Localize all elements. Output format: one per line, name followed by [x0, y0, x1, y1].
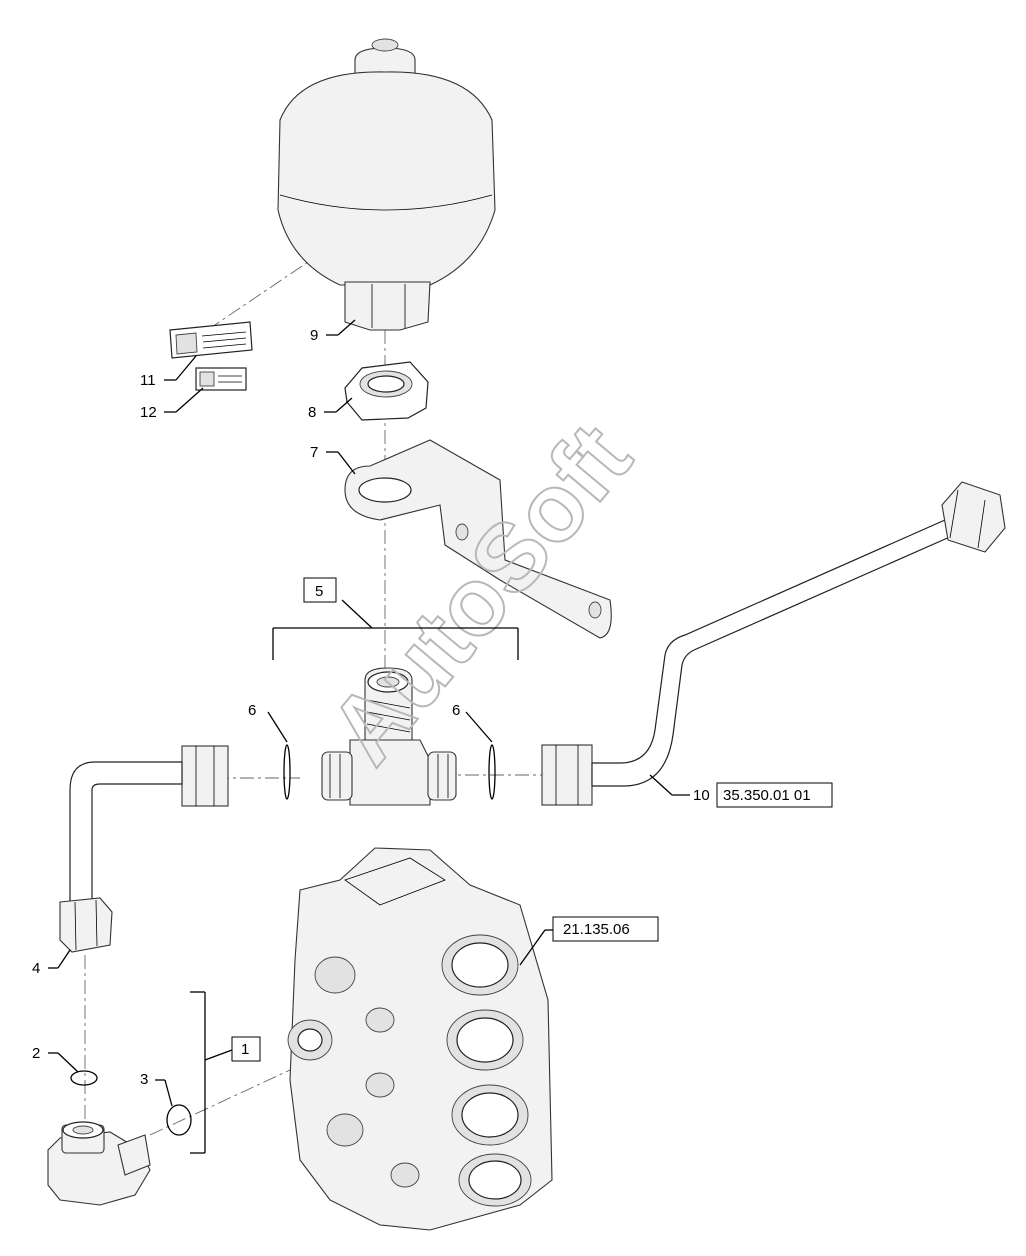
warning-decals: [169, 321, 253, 391]
callout-3: 3: [140, 1071, 148, 1088]
valve-reference: 21.135.06: [563, 921, 630, 938]
callout-8: 8: [308, 404, 316, 421]
watermark: AutoSoft: [309, 404, 651, 783]
callout-5-bracket: [272, 577, 519, 660]
o-rings: [283, 744, 496, 800]
callout-5: 5: [315, 583, 323, 600]
control-valve-block: [287, 847, 553, 1231]
pipe-ref-box: [716, 782, 833, 808]
valve-ref-box: [552, 916, 659, 942]
elbow-fitting: [47, 1121, 151, 1206]
lock-nut: [344, 361, 429, 421]
callout-9: 9: [310, 327, 318, 344]
right-pipe: [541, 481, 1006, 806]
callout-1: 1: [241, 1041, 249, 1058]
callout-6-left: 6: [248, 702, 256, 719]
pipe-reference: 35.350.01 01: [723, 787, 811, 804]
mounting-bracket: [344, 439, 612, 639]
small-seals: [70, 1070, 192, 1136]
callout-6-right: 6: [452, 702, 460, 719]
leader-lines: [48, 319, 690, 1107]
callout-2: 2: [32, 1045, 40, 1062]
callout-10: 10: [693, 787, 710, 804]
callout-7: 7: [310, 444, 318, 461]
callout-11: 11: [140, 372, 156, 389]
callout-4: 4: [32, 960, 40, 977]
left-pipe: [59, 745, 229, 953]
accumulator: [277, 38, 496, 331]
callout-12: 12: [140, 404, 157, 421]
callout-1-bracket: [190, 991, 261, 1154]
tee-fitting: [321, 667, 457, 806]
